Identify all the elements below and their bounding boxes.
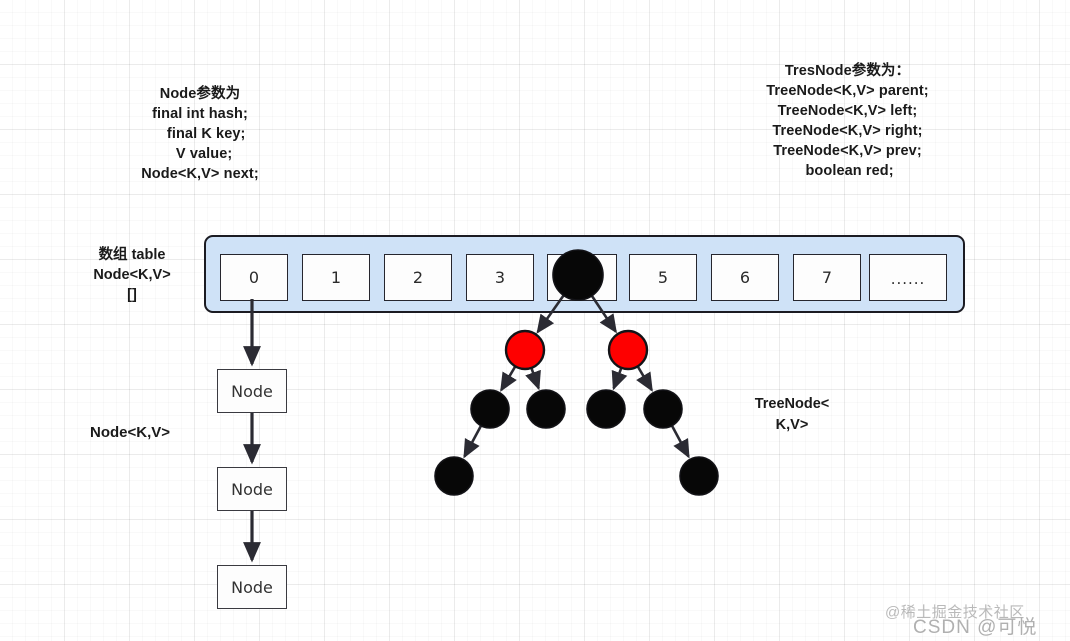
array-cell-label: 6 bbox=[739, 268, 751, 287]
node-box-1[interactable]: Node bbox=[217, 467, 287, 511]
array-cell-label: 7 bbox=[821, 268, 833, 287]
tree-edge-l1-l2a bbox=[500, 364, 517, 392]
array-cell-3[interactable]: 3 bbox=[466, 254, 534, 301]
watermark-csdn: CSDN @可悦 bbox=[913, 617, 1038, 638]
array-cell-5[interactable]: 5 bbox=[629, 254, 697, 301]
watermark-juejin: @稀土掘金技术社区 bbox=[885, 604, 1025, 621]
tree-node-root-black[interactable] bbox=[552, 249, 604, 301]
array-cell-2[interactable]: 2 bbox=[384, 254, 452, 301]
array-cell-label: 3 bbox=[494, 268, 506, 287]
tree-edge-l1-l2b bbox=[525, 366, 541, 391]
array-cell-7[interactable]: 7 bbox=[793, 254, 861, 301]
tree-node-l2a-black[interactable] bbox=[470, 389, 510, 429]
array-cell-label: 1 bbox=[330, 268, 342, 287]
node-box-label: Node bbox=[231, 479, 273, 499]
array-cell-label: 5 bbox=[657, 268, 669, 287]
node-box-2[interactable]: Node bbox=[217, 565, 287, 609]
tree-node-r3-black[interactable] bbox=[679, 456, 719, 496]
tree-node-r2b-black[interactable] bbox=[643, 389, 683, 429]
array-table: 0 1 2 3 5 6 7...... bbox=[204, 235, 965, 313]
array-cell-8[interactable]: ...... bbox=[869, 254, 947, 301]
label-node-kv: Node<K,V> bbox=[89, 424, 171, 441]
array-cell-1[interactable]: 1 bbox=[302, 254, 370, 301]
tree-edge-r2b-r3 bbox=[670, 424, 690, 459]
array-cell-label: ...... bbox=[890, 270, 926, 288]
note-node-params: Node参数为 final int hash; final K key; V v… bbox=[141, 86, 259, 182]
tree-node-l1-red[interactable] bbox=[504, 329, 546, 371]
tree-edges bbox=[463, 293, 690, 459]
node-box-0[interactable]: Node bbox=[217, 369, 287, 413]
tree-edge-r1-r2a bbox=[611, 366, 628, 391]
array-cell-6[interactable]: 6 bbox=[711, 254, 779, 301]
node-box-label: Node bbox=[231, 381, 273, 401]
tree-node-l3-black[interactable] bbox=[434, 456, 474, 496]
tree-edge-l2a-l3 bbox=[463, 424, 483, 459]
node-box-label: Node bbox=[231, 577, 273, 597]
tree-node-r1-red[interactable] bbox=[607, 329, 649, 371]
note-treenode-params: TresNode参数为： TreeNode<K,V> parent; TreeN… bbox=[766, 63, 929, 179]
label-treenode-kv: TreeNode< K,V> bbox=[754, 396, 830, 433]
array-cell-label: 0 bbox=[248, 268, 260, 287]
tree-node-r2a-black[interactable] bbox=[586, 389, 626, 429]
array-cell-0[interactable]: 0 bbox=[220, 254, 288, 301]
label-array-table: 数组 table Node<K,V> [] bbox=[93, 247, 171, 303]
tree-node-l2b-black[interactable] bbox=[526, 389, 566, 429]
tree-nodes bbox=[434, 249, 719, 496]
tree-edge-r1-r2b bbox=[636, 364, 653, 392]
array-cell-label: 2 bbox=[412, 268, 424, 287]
